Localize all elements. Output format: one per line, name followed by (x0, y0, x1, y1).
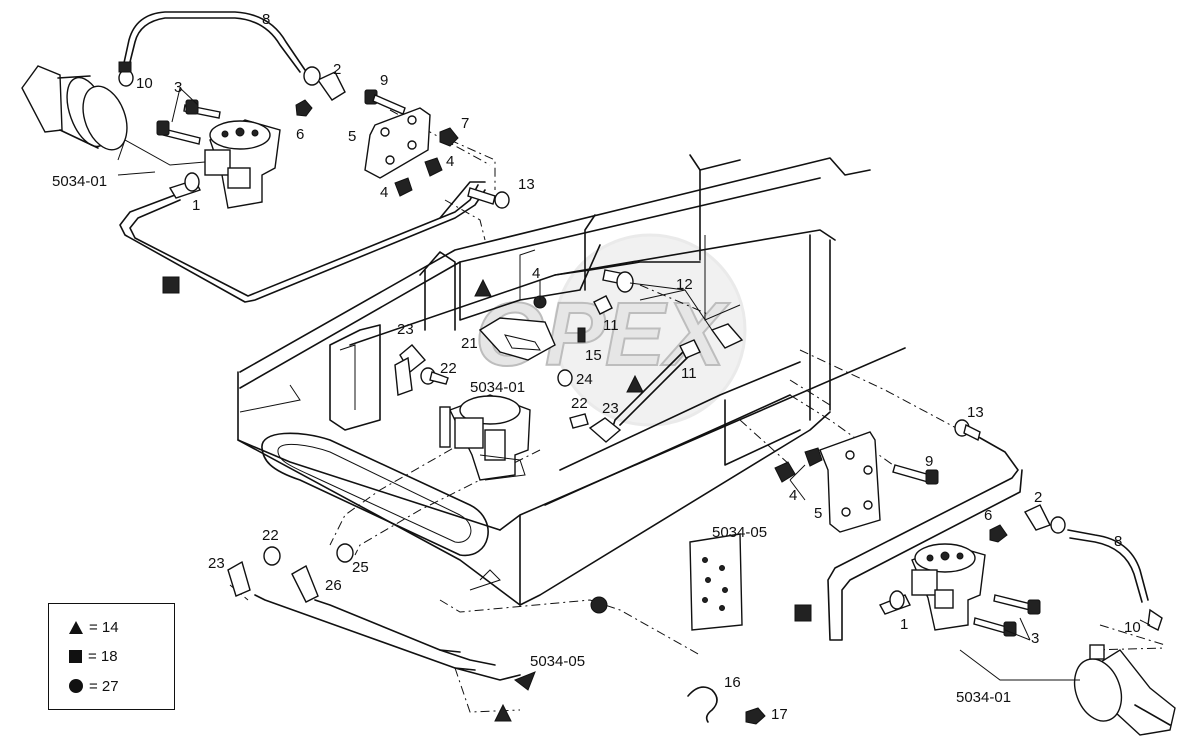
label-4-left-a: 4 (446, 153, 454, 170)
circle-icon (69, 679, 83, 693)
circle-marker (590, 596, 608, 614)
leader-lines (117, 87, 1151, 681)
label-4-center: 4 (532, 265, 540, 282)
label-23-lower: 23 (208, 555, 225, 572)
label-11-lower: 11 (681, 365, 697, 382)
label-5034-01-center: 5034-01 (470, 379, 525, 396)
label-22-center: 22 (571, 395, 588, 412)
legend-row-circle: = 27 (69, 675, 119, 697)
legend-triangle-value: = 14 (89, 618, 119, 636)
label-23-upper: 23 (397, 321, 414, 338)
square-marker-left (162, 276, 180, 294)
square-icon (69, 649, 82, 663)
triangle-marker-bottom (494, 703, 512, 722)
legend-circle-value: = 27 (89, 677, 119, 695)
label-1-left: 1 (192, 197, 200, 214)
label-5-left: 5 (348, 128, 356, 145)
center-parts (227, 269, 766, 725)
reference-symbols (162, 276, 812, 722)
triangle-icon (69, 620, 83, 634)
label-24: 24 (576, 371, 593, 388)
label-3-left: 3 (174, 79, 182, 96)
label-2-right: 2 (1034, 489, 1042, 506)
legend-square-value: = 18 (88, 647, 118, 665)
frame-body (237, 154, 906, 606)
label-5034-05-upper: 5034-05 (712, 524, 767, 541)
label-4-right: 4 (789, 487, 797, 504)
legend-row-square: = 18 (69, 645, 118, 667)
label-26: 26 (325, 577, 342, 594)
label-4-left-b: 4 (380, 184, 388, 201)
label-2-left: 2 (333, 61, 341, 78)
triangle-marker-center (626, 374, 644, 393)
label-10-right: 10 (1124, 619, 1141, 636)
label-13-right: 13 (967, 404, 984, 421)
label-3-right: 3 (1031, 630, 1039, 647)
label-6-right: 6 (984, 507, 992, 524)
label-7-left: 7 (461, 115, 469, 132)
triangle-marker-top (474, 278, 492, 297)
label-8-right: 8 (1114, 533, 1122, 550)
label-1-right: 1 (900, 616, 908, 633)
square-marker-right (794, 604, 812, 622)
label-17: 17 (771, 706, 788, 723)
label-5034-01-right: 5034-01 (956, 689, 1011, 706)
label-25: 25 (352, 559, 369, 576)
label-10-left: 10 (136, 75, 153, 92)
label-23-center: 23 (602, 400, 619, 417)
label-13-left: 13 (518, 176, 535, 193)
label-16: 16 (724, 674, 741, 691)
label-11-upper: 11 (603, 317, 619, 334)
label-12: 12 (676, 276, 693, 293)
label-5-right: 5 (814, 505, 822, 522)
label-5034-01-left: 5034-01 (52, 173, 107, 190)
right-valve-assembly (774, 419, 1176, 736)
label-6-left: 6 (296, 126, 304, 143)
part-labels: 8 10 2 9 3 6 5 7 4 4 13 5034-01 1 4 12 2… (52, 11, 1141, 723)
left-valve-assembly (21, 61, 510, 209)
pipes (119, 11, 1149, 681)
legend-row-triangle: = 14 (69, 616, 119, 638)
arrow-marker (513, 671, 536, 691)
label-15: 15 (585, 347, 602, 364)
label-21: 21 (461, 335, 478, 352)
label-9-right: 9 (925, 453, 933, 470)
label-22-upper: 22 (440, 360, 457, 377)
symbol-legend: = 14 = 18 = 27 (48, 603, 175, 710)
label-8-left: 8 (262, 11, 270, 28)
label-9-left: 9 (380, 72, 388, 89)
label-5034-05-lower: 5034-05 (530, 653, 585, 670)
label-22-lower: 22 (262, 527, 279, 544)
